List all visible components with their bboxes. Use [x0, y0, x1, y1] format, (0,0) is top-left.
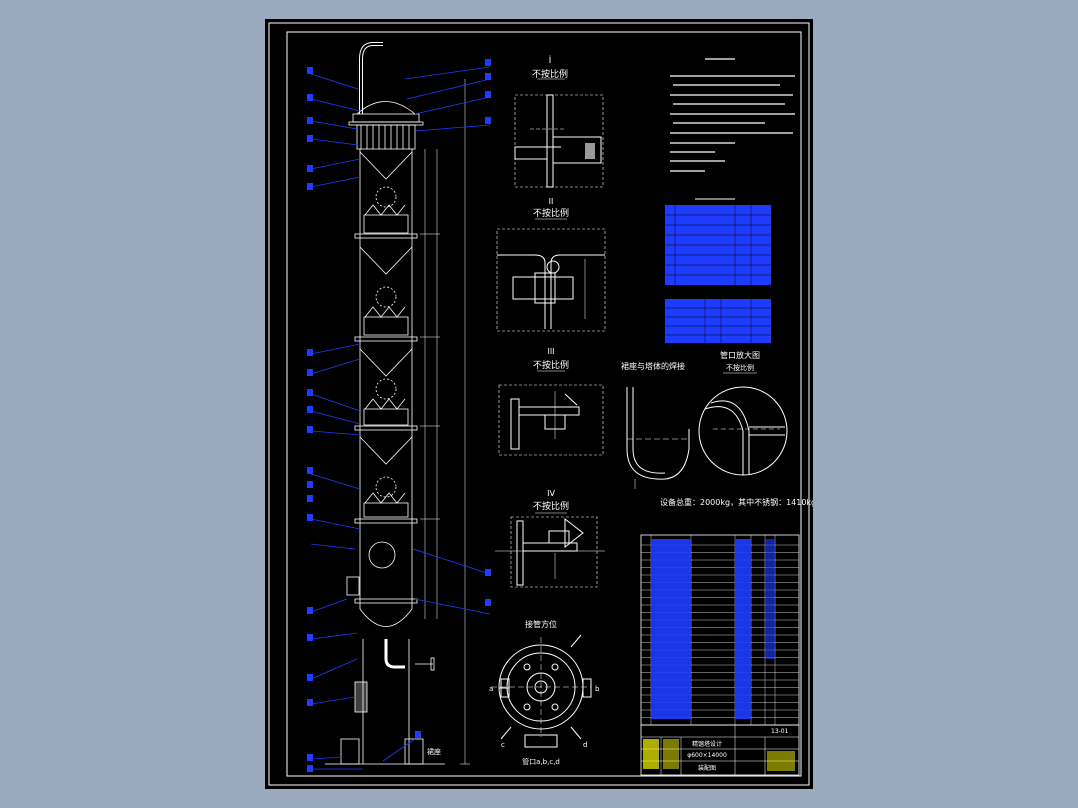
- detail-3-roman: III: [547, 347, 554, 356]
- sheet-inner-border: [286, 31, 802, 777]
- orientation-label-d: d: [583, 741, 587, 749]
- design-data-table: [665, 198, 771, 343]
- parts-list-table: [640, 534, 800, 726]
- orientation-view: 接管方位 a b c d 管口a,b,c,d: [489, 619, 600, 766]
- dimension-lines: [420, 79, 470, 765]
- detail-4-note: 不按比例: [533, 500, 569, 512]
- detail-1-note: 不按比例: [532, 68, 568, 80]
- technical-requirements: [670, 58, 795, 172]
- orientation-title: 接管方位: [525, 619, 557, 629]
- head-weld-view: 裙座与塔体的焊接: [621, 361, 690, 489]
- drawing-sheet: 裙座 I 不按比例 II 不按比例 III 不按比例: [265, 19, 813, 789]
- sheet-outer-border: [268, 22, 810, 786]
- detail-view-2: II 不按比例: [496, 197, 606, 332]
- detail-view-1: I 不按比例: [514, 55, 604, 188]
- nozzle-view-note: 不按比例: [726, 363, 754, 372]
- head-weld-title: 裙座与塔体的焊接: [621, 361, 685, 371]
- title-drawing-name: 精馏塔设计: [692, 740, 722, 748]
- detail-3-note: 不按比例: [533, 359, 569, 371]
- nozzle-view-title: 管口放大图: [720, 350, 760, 360]
- part-leaders-right: [404, 66, 491, 615]
- skirt-note: 裙座: [427, 747, 441, 756]
- detail-1-roman: I: [549, 56, 551, 65]
- detail-2-note: 不按比例: [533, 207, 569, 219]
- tower-elevation: [325, 42, 445, 765]
- detail-view-3: III 不按比例: [498, 347, 604, 456]
- detail-view-4: IV 不按比例: [495, 489, 605, 588]
- title-block: 精馏塔设计 φ600×14000 装配图 13-01: [640, 724, 800, 776]
- cad-drawing: 裙座 I 不按比例 II 不按比例 III 不按比例: [268, 22, 813, 786]
- title-view-name: 装配图: [698, 764, 716, 772]
- nozzle-enlarged-view: 管口放大图 不按比例: [698, 350, 788, 476]
- orientation-label-c: c: [501, 741, 505, 749]
- orientation-caption: 管口a,b,c,d: [522, 757, 560, 766]
- part-balloons: [307, 59, 491, 772]
- detail-4-roman: IV: [547, 489, 555, 498]
- orientation-label-a: a: [489, 685, 493, 693]
- title-revision: 13-01: [771, 728, 789, 735]
- detail-2-roman: II: [549, 197, 554, 206]
- weight-note: 设备总重：2000kg，其中不锈钢：1410kg: [660, 497, 813, 507]
- orientation-label-b: b: [595, 685, 600, 693]
- part-leaders-left: [310, 73, 416, 770]
- title-spec: φ600×14000: [687, 752, 727, 759]
